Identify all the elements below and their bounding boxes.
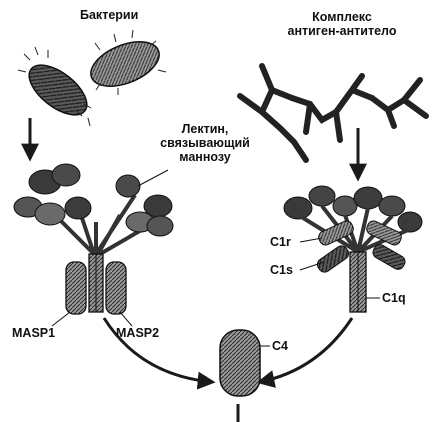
masp2-shape bbox=[106, 262, 126, 314]
lectin-label-line1: Лектин, bbox=[150, 122, 260, 136]
lectin-label-line3: маннозу bbox=[150, 150, 260, 164]
lectin-pointer bbox=[138, 170, 168, 186]
masp1-label: MASP1 bbox=[12, 326, 55, 340]
c4-label: C4 bbox=[272, 339, 288, 353]
bacterium-left bbox=[18, 47, 95, 126]
complex-label-line1: Комплекс bbox=[262, 10, 422, 24]
lectin-label-line2: связывающий bbox=[150, 136, 260, 150]
masp2-label: MASP2 bbox=[116, 326, 159, 340]
antigen-antibody-complex bbox=[240, 66, 426, 160]
c4-shape bbox=[220, 330, 260, 396]
c1r-label: C1r bbox=[270, 235, 291, 249]
mannose-binding-lectin bbox=[14, 164, 173, 312]
c1s-label: C1s bbox=[270, 263, 293, 277]
bacterium-right bbox=[85, 30, 166, 95]
masp1-shape bbox=[66, 262, 86, 314]
c1q-label: C1q bbox=[382, 291, 406, 305]
bacteria-label: Бактерии bbox=[80, 8, 138, 22]
complex-label-line2: антиген-антитело bbox=[262, 24, 422, 38]
